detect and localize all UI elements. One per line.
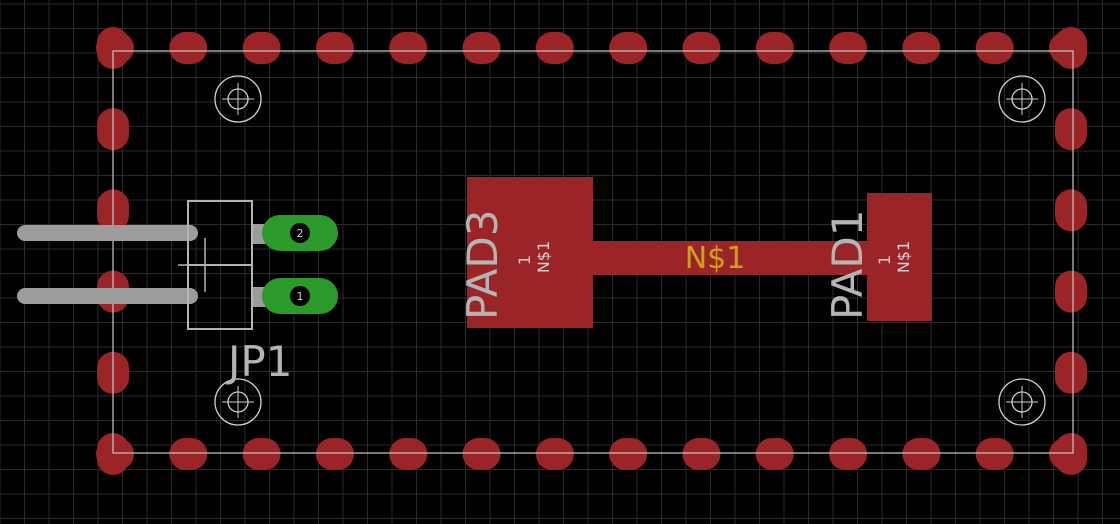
edge-pad-top [242,32,281,64]
edge-pad-bottom [242,438,281,470]
edge-pad-bottom [975,438,1014,470]
trace-net-label: N$1 [685,241,746,276]
edge-pad-left [97,27,129,69]
edge-pad-top [389,32,428,64]
mounting-holes [214,75,1046,426]
edge-pad-right [1055,351,1087,394]
pad1-net-label: N$1 [894,241,913,273]
jp1-label: JP1 [225,337,292,386]
edge-pad-right [1055,27,1087,69]
pad1-pin-number: 1 [875,255,894,265]
jp1-drill-2 [290,223,310,243]
edge-pad-bottom [315,438,354,470]
edge-pad-top [829,32,868,64]
jp1-header[interactable]: 2 1 [17,200,338,330]
edge-pad-top [315,32,354,64]
pad3-label: PAD3 [458,210,507,320]
edge-pad-right [1055,189,1087,232]
edge-pad-bottom [902,438,941,470]
mounting-hole[interactable] [998,378,1046,426]
edge-pad-bottom [462,438,501,470]
edge-pad-bottom [535,438,574,470]
edge-pad-bottom [609,438,648,470]
pad1-label: PAD1 [823,210,872,320]
edge-pad-bottom [389,438,428,470]
edge-pad-top [169,32,208,64]
edge-pad-top [609,32,648,64]
mounting-hole[interactable] [998,75,1046,123]
board-outline [112,50,1074,454]
edge-pad-top [462,32,501,64]
edge-pad-right [1055,270,1087,313]
edge-pad-top [902,32,941,64]
pad1[interactable] [867,193,932,321]
pad3[interactable] [467,177,593,328]
pad3-net-label: N$1 [534,241,553,273]
jp1-pin-2-number: 2 [297,227,304,240]
mounting-hole[interactable] [214,378,262,426]
edge-pad-bottom [169,438,208,470]
edge-pad-top [535,32,574,64]
trace-n1[interactable] [590,241,870,275]
edge-pad-bottom [829,438,868,470]
edge-pad-bottom [682,438,721,470]
edge-pad-top [682,32,721,64]
jp1-pin-1-number: 1 [297,290,304,303]
edge-pad-right [1055,108,1087,151]
edge-pad-left [97,433,129,475]
edge-pad-top [755,32,794,64]
edge-pad-top [975,32,1014,64]
edge-pad-bottom [755,438,794,470]
jp1-drill-1 [290,286,310,306]
mounting-hole[interactable] [214,75,262,123]
pad3-pin-number: 1 [515,255,534,265]
edge-pad-right [1055,433,1087,475]
